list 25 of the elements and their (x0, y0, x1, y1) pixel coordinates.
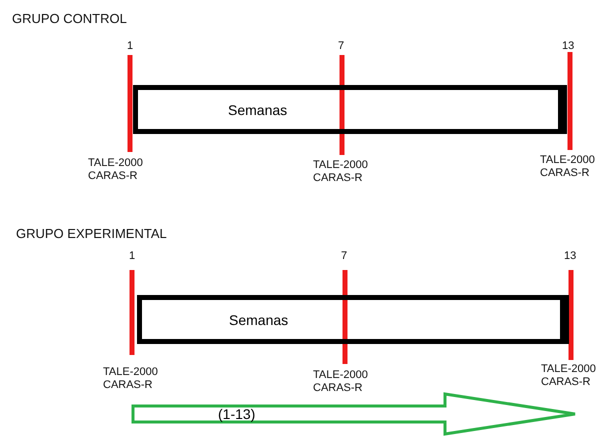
test-name: CARAS-R (103, 379, 153, 391)
week-number: 7 (341, 250, 348, 262)
week-number: 1 (127, 40, 134, 52)
node-text: Semanas (229, 312, 288, 328)
test-name: TALE-2000 (313, 369, 368, 381)
node-text: Semanas (228, 102, 288, 118)
test-name: CARAS-R (88, 170, 138, 182)
test-name: CARAS-R (313, 382, 363, 394)
week-number: 7 (338, 40, 344, 52)
group-heading: GRUPO EXPERIMENTAL (16, 228, 167, 240)
test-name: TALE-2000 (103, 366, 158, 378)
test-name: TALE-2000 (88, 157, 143, 169)
test-name: CARAS-R (540, 167, 590, 179)
test-name: TALE-2000 (540, 154, 595, 166)
node-text: (1-13) (218, 406, 256, 422)
test-name: TALE-2000 (541, 363, 596, 375)
test-name: CARAS-R (541, 376, 591, 388)
group-heading: GRUPO CONTROL (12, 13, 127, 25)
week-number: 1 (129, 250, 136, 262)
week-number: 13 (562, 40, 574, 52)
timeline-bar (133, 85, 567, 134)
test-name: CARAS-R (313, 172, 363, 184)
timeline-bar (137, 295, 569, 344)
week-number: 13 (564, 250, 576, 262)
test-name: TALE-2000 (313, 159, 368, 171)
